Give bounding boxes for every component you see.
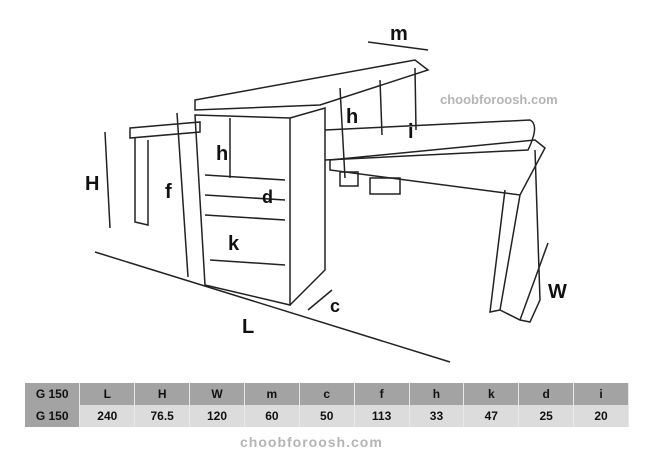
left-desk-leg: [134, 138, 149, 226]
top-shelf: [194, 59, 430, 111]
table-cell: 113: [354, 405, 410, 427]
table-header-row: G 150 L H W m c f h k d i: [25, 383, 629, 405]
dimension-line-L: [94, 251, 451, 363]
table-cell: G 150: [25, 405, 81, 427]
header-cell: c: [299, 383, 355, 405]
header-cell: W: [189, 383, 245, 405]
table-cell: 50: [299, 405, 355, 427]
watermark-table: choobforoosh.com: [240, 434, 383, 450]
table-cell: 20: [573, 405, 629, 427]
table-cell: 60: [244, 405, 300, 427]
label-f: f: [165, 181, 172, 203]
power-socket: [339, 171, 359, 187]
right-desk-leg: [499, 149, 541, 323]
privacy-panel: [324, 119, 536, 161]
right-desk-top: [329, 139, 546, 196]
dimension-line-m: [367, 41, 429, 51]
label-h-top: h: [346, 106, 358, 128]
power-socket: [369, 177, 401, 195]
cabinet: [194, 114, 291, 306]
dimension-line-c: [307, 289, 333, 311]
label-c: c: [330, 296, 340, 316]
header-cell: f: [354, 383, 410, 405]
header-cell: G 150: [25, 383, 81, 405]
label-L: L: [242, 316, 254, 338]
header-cell: k: [463, 383, 520, 405]
shelf-dividers: [339, 67, 417, 179]
label-h-cabinet: h: [216, 143, 228, 165]
cabinet-side: [289, 107, 326, 306]
label-W: W: [548, 281, 567, 303]
label-H: H: [85, 173, 99, 195]
header-cell: i: [573, 383, 629, 405]
table-cell: 120: [189, 405, 245, 427]
header-cell: d: [518, 383, 575, 405]
header-cell: L: [79, 383, 136, 405]
watermark-diagram: choobforoosh.com: [440, 92, 558, 107]
dimension-line-f: [176, 112, 189, 278]
left-desk-top: [129, 121, 201, 139]
table-cell: 25: [518, 405, 575, 427]
dimension-line-H: [104, 131, 111, 229]
table-cell: 76.5: [134, 405, 191, 427]
header-cell: m: [244, 383, 300, 405]
label-m: m: [390, 23, 408, 45]
dimension-line-W: [519, 242, 549, 321]
right-desk-front-leg: [489, 189, 521, 313]
label-i: i: [408, 121, 414, 143]
cabinet-drawers: [204, 118, 286, 266]
table-cell: 33: [409, 405, 465, 427]
spec-table: G 150 L H W m c f h k d i G 150 240 76.5…: [25, 383, 629, 427]
desk-diagram: m h i H f h d k c L W: [85, 23, 567, 363]
table-cell: 240: [79, 405, 136, 427]
label-k: k: [228, 233, 240, 255]
label-d: d: [262, 187, 273, 207]
table-row: G 150 240 76.5 120 60 50 113 33 47 25 20: [25, 405, 629, 427]
header-cell: h: [409, 383, 465, 405]
header-cell: H: [134, 383, 191, 405]
table-cell: 47: [463, 405, 520, 427]
